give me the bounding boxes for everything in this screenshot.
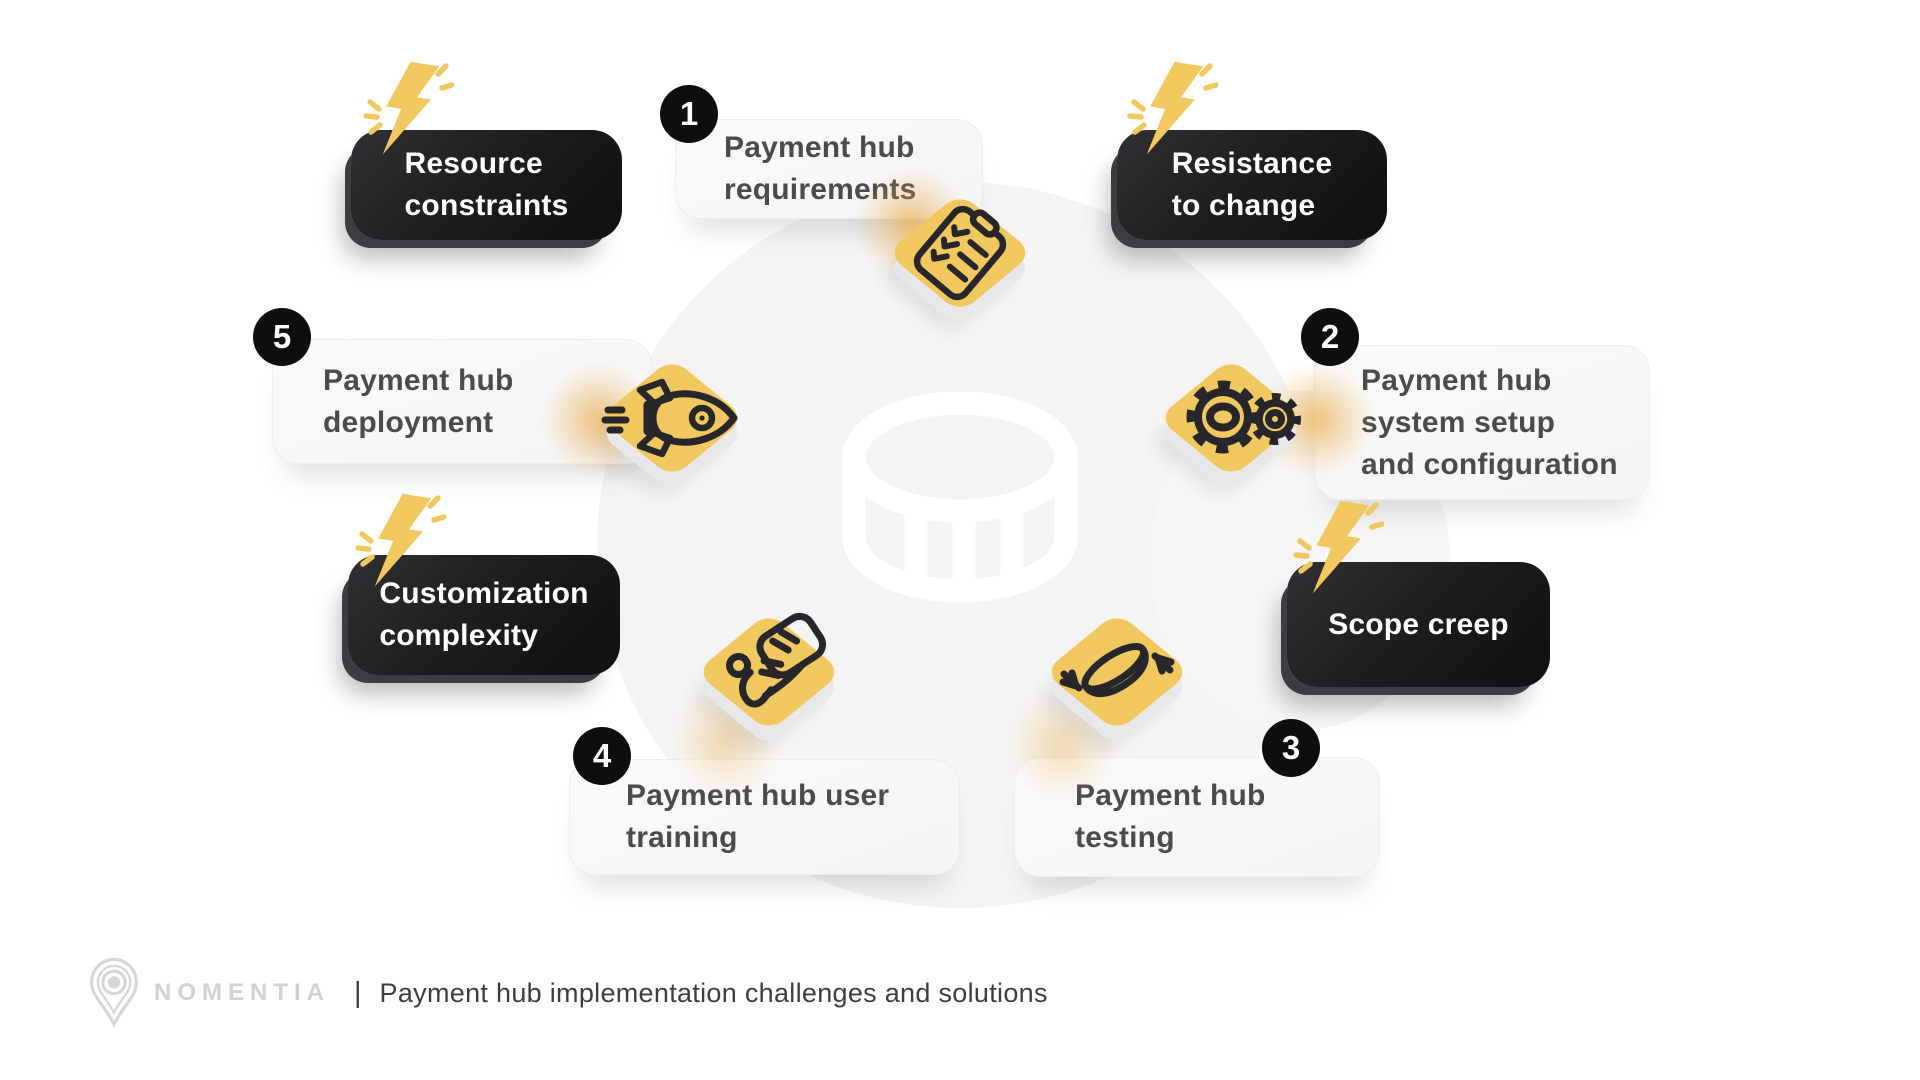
clipboard-checklist-icon	[913, 205, 1007, 301]
challenge-label: Scope creep	[1328, 607, 1509, 641]
step-label: Payment hub system setup and configurati…	[1361, 363, 1618, 481]
footer-separator: |	[354, 976, 362, 1009]
step-card-system-setup: Payment hub system setup and configurati…	[1314, 345, 1650, 500]
challenge-badge-customization-complexity: Customization complexity	[348, 555, 620, 675]
step-number-label: 3	[1281, 729, 1301, 766]
lightning-bolt-icon	[355, 493, 446, 587]
lightning-bolt-icon	[1127, 61, 1218, 155]
step-label: Payment hub deployment	[323, 363, 514, 439]
resize-coin-icon	[1059, 643, 1175, 697]
challenge-label: Resource constraints	[404, 147, 569, 222]
step-card-user-training: Payment hub user training	[569, 759, 960, 875]
step-label: Payment hub user training	[626, 779, 890, 854]
diamond-user-training	[693, 609, 845, 748]
step-label: Payment hub testing	[1075, 779, 1266, 854]
challenge-badge-resistance-to-change: Resistance to change	[1117, 130, 1387, 240]
step-number-label: 4	[592, 737, 612, 774]
diamond-resize-coin	[1041, 609, 1193, 748]
step-number-3: 3	[1262, 719, 1320, 777]
brand-name: NOMENTIA	[154, 979, 330, 1006]
step-number-label: 1	[679, 95, 699, 132]
challenge-badge-scope-creep: Scope creep	[1287, 562, 1550, 687]
rocket-icon	[601, 378, 738, 458]
challenge-label: Customization complexity	[379, 577, 589, 652]
footer: NOMENTIA | Payment hub implementation ch…	[86, 955, 1048, 1031]
step-number-1: 1	[660, 85, 718, 143]
gears-icon	[1186, 380, 1301, 454]
challenge-badge-resource-constraints: Resource constraints	[351, 130, 622, 240]
lightning-bolt-icon	[363, 61, 454, 155]
infographic-title: Payment hub implementation challenges an…	[379, 977, 1048, 1008]
nomentia-pin-logo	[90, 957, 138, 1028]
step-card-testing: Payment hub testing	[1014, 757, 1380, 877]
diamond-rocket	[596, 355, 748, 494]
challenge-label: Resistance to change	[1171, 147, 1333, 222]
step-number-5: 5	[253, 308, 311, 366]
lightning-bolt-icon	[1293, 500, 1384, 594]
diamond-clipboard	[884, 190, 1036, 329]
user-training-icon	[726, 612, 827, 708]
step-number-4: 4	[573, 727, 631, 785]
payment-hub-drum-icon	[842, 391, 1078, 603]
step-number-label: 2	[1320, 318, 1340, 355]
diamond-gears	[1155, 355, 1307, 494]
step-number-2: 2	[1301, 308, 1359, 366]
step-number-label: 5	[272, 318, 292, 355]
step-card-deployment: Payment hub deployment	[272, 339, 652, 464]
